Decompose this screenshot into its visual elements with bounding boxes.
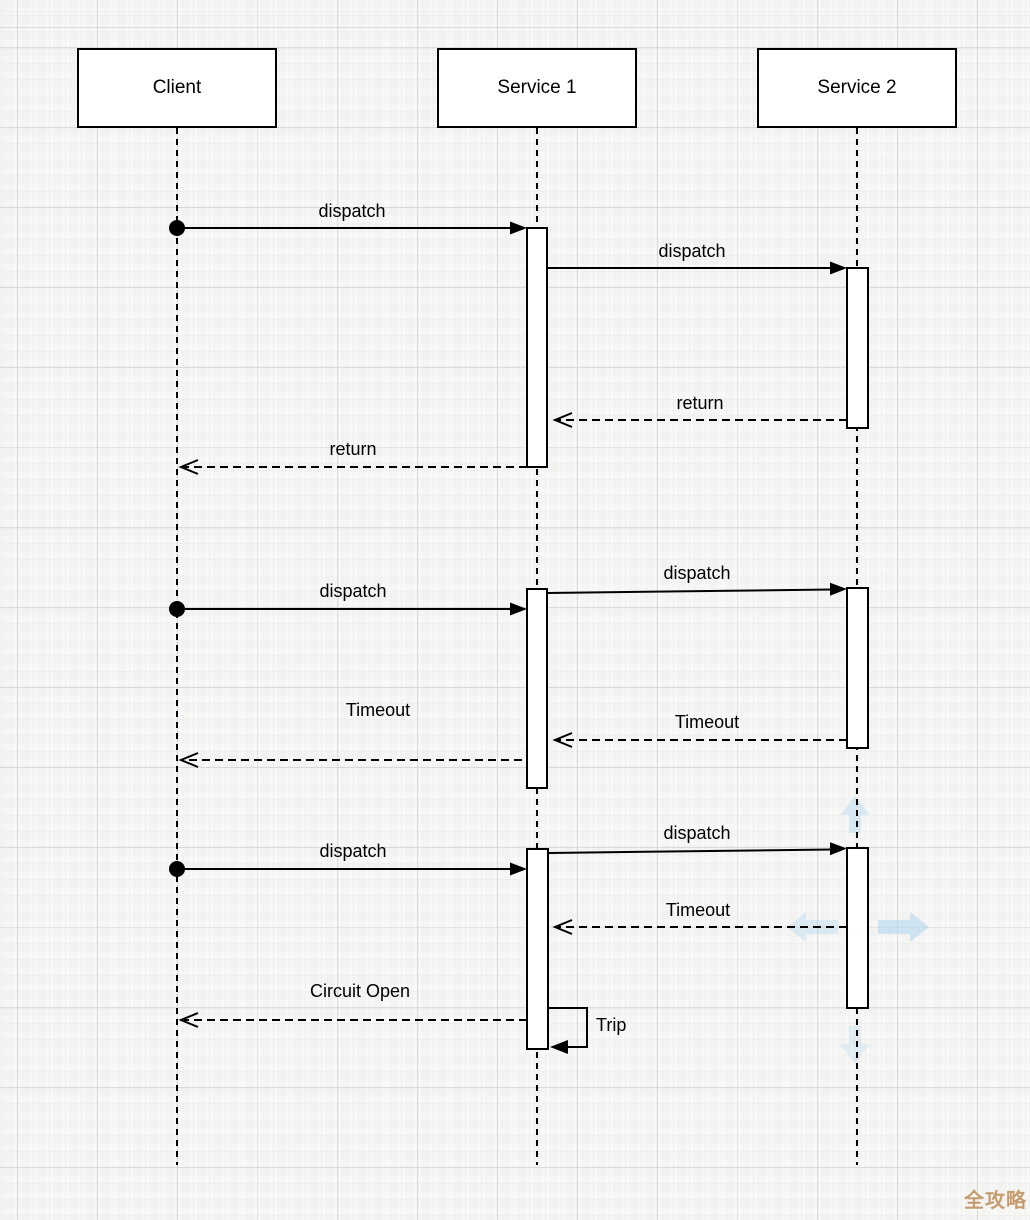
actor-box-service1[interactable]: Service 1: [437, 48, 637, 128]
message-label-circuit-open[interactable]: Circuit Open: [309, 981, 411, 1001]
message-label-dispatch-4[interactable]: dispatch: [663, 563, 731, 583]
activation-service2-block3[interactable]: [846, 847, 869, 1009]
direction-arrow-right-icon[interactable]: [878, 912, 929, 942]
message-label-dispatch-6[interactable]: dispatch: [663, 823, 731, 843]
message-timeout-s2-s1-1[interactable]: [552, 732, 847, 748]
arrowhead-open: [178, 459, 199, 475]
arrowhead-solid: [510, 221, 527, 235]
message-dispatch-client-s1-2[interactable]: [185, 602, 527, 616]
actor-label: Client: [152, 77, 202, 98]
arrowhead-solid: [830, 261, 847, 275]
arrowhead-solid: [830, 842, 847, 856]
direction-arrow-left-icon[interactable]: [787, 912, 838, 942]
direction-arrow-up-icon[interactable]: [840, 796, 870, 833]
activation-service1-block2[interactable]: [526, 588, 548, 789]
client-start-dot-2[interactable]: [169, 601, 185, 617]
activation-service1-block1[interactable]: [526, 227, 548, 468]
arrowhead-open: [552, 732, 573, 748]
message-label-dispatch-2[interactable]: dispatch: [658, 241, 726, 261]
message-trip-self[interactable]: [548, 1007, 588, 1054]
message-timeout-s1-client[interactable]: [178, 752, 522, 768]
message-dispatch-client-s1-1[interactable]: [185, 221, 527, 235]
arrowhead-solid: [550, 1040, 568, 1054]
message-dispatch-s1-s2-2[interactable]: [547, 582, 847, 596]
message-label-return-2[interactable]: return: [329, 439, 377, 459]
message-label-timeout-2[interactable]: Timeout: [345, 700, 411, 720]
message-label-trip[interactable]: Trip: [596, 1015, 627, 1035]
message-timeout-s2-s1-2[interactable]: [552, 919, 847, 935]
watermark-text: 全攻略: [964, 1190, 1027, 1212]
actor-box-client[interactable]: Client: [77, 48, 277, 128]
message-return-s2-s1[interactable]: [552, 412, 847, 428]
direction-arrow-down-icon[interactable]: [840, 1026, 870, 1063]
message-label-dispatch-3[interactable]: dispatch: [319, 581, 387, 601]
message-label-return-1[interactable]: return: [676, 393, 724, 413]
arrowhead-open: [178, 752, 199, 768]
message-label-dispatch-5[interactable]: dispatch: [319, 841, 387, 861]
arrowhead-open: [178, 1012, 199, 1028]
message-dispatch-s1-s2-3[interactable]: [548, 842, 847, 856]
message-dispatch-s1-s2-1[interactable]: [547, 261, 847, 275]
message-dispatch-client-s1-3[interactable]: [185, 862, 527, 876]
arrowhead-open: [552, 412, 573, 428]
activation-service1-block3[interactable]: [526, 848, 549, 1050]
message-circuit-open-s1-client[interactable]: [178, 1012, 527, 1028]
message-label-dispatch-1[interactable]: dispatch: [318, 201, 386, 221]
activation-service2-block1[interactable]: [846, 267, 869, 429]
message-label-timeout-1[interactable]: Timeout: [674, 712, 740, 732]
actor-label: Service 2: [817, 77, 897, 98]
direction-arrow-icons[interactable]: [787, 796, 929, 1063]
arrowhead-solid: [510, 862, 527, 876]
arrowhead-solid: [510, 602, 527, 616]
arrowhead-solid: [830, 582, 847, 596]
arrowhead-open: [552, 919, 573, 935]
message-return-s1-client[interactable]: [178, 459, 527, 475]
activation-service2-block2[interactable]: [846, 587, 869, 749]
actor-box-service2[interactable]: Service 2: [757, 48, 957, 128]
message-label-timeout-3[interactable]: Timeout: [665, 900, 731, 920]
client-start-dot-1[interactable]: [169, 220, 185, 236]
client-start-dot-3[interactable]: [169, 861, 185, 877]
actor-label: Service 1: [497, 77, 577, 98]
